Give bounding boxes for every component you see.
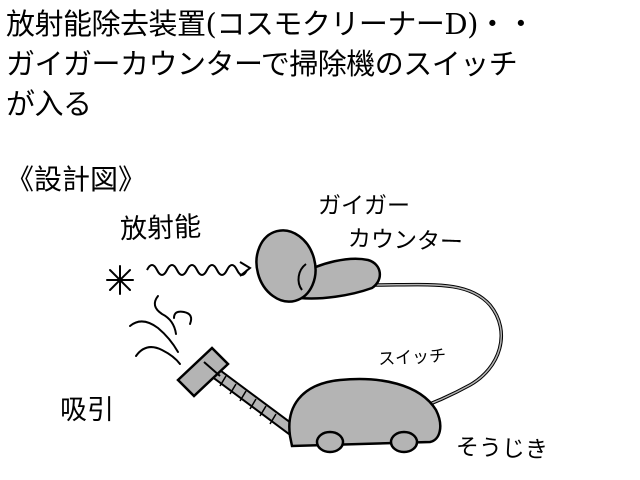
vacuum-nozzle-icon [176, 346, 230, 398]
geiger-label-line-1: ガイガー [318, 193, 410, 219]
heading-line-2: ガイガーカウンターで掃除機のスイッチ [6, 47, 518, 81]
heading-line-1: 放射能除去装置(コスモクリーナーD)・・ [6, 7, 535, 41]
heading-line-3: が入る [6, 87, 92, 121]
switch-label: スイッチ [377, 346, 447, 370]
radiation-arrow-icon [239, 261, 252, 277]
cable-inner [371, 283, 503, 409]
radiation-label: 放射能 [119, 211, 202, 246]
geiger-counter-icon [255, 229, 381, 303]
suction-label: 吸引 [60, 395, 114, 426]
suction-wind-lines [129, 295, 193, 365]
geiger-label-line-2: カウンター [347, 225, 464, 256]
radiation-wave [146, 264, 248, 276]
description-heading: 放射能除去装置(コスモクリーナーD)・・ ガイガーカウンターで掃除機のスイッチ … [6, 4, 636, 124]
radiation-asterisk-icon [106, 265, 134, 295]
vacuum-hose [208, 366, 298, 436]
vacuum-cleaner-icon [288, 377, 442, 454]
vacuum-label: そうじき [455, 434, 549, 464]
blueprint-label: 《設計図》 [6, 163, 147, 196]
